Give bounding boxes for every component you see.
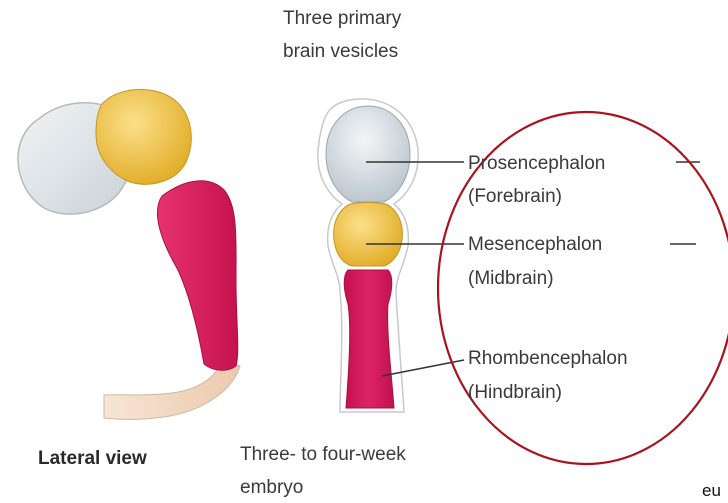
frontal-hindbrain: [344, 270, 394, 408]
cutoff-text: eu: [702, 479, 721, 503]
frontal-forebrain: [326, 106, 410, 202]
title-line-2: brain vesicles: [283, 40, 398, 64]
label-hindbrain: (Hindbrain): [468, 381, 562, 405]
caption-lateral-view: Lateral view: [38, 447, 147, 471]
label-prosencephalon: Prosencephalon: [468, 152, 605, 176]
lateral-hindbrain: [157, 181, 237, 370]
frontal-midbrain: [334, 203, 403, 267]
label-mesencephalon: Mesencephalon: [468, 233, 602, 257]
label-midbrain: (Midbrain): [468, 267, 554, 291]
label-rhombencephalon: Rhombencephalon: [468, 347, 628, 371]
frontal-view-embryo: [318, 99, 418, 412]
caption-embryo-line-1: Three- to four-week: [240, 443, 406, 467]
lateral-view-embryo: [18, 89, 240, 419]
label-forebrain: (Forebrain): [468, 185, 562, 209]
title-line-1: Three primary: [283, 7, 401, 31]
caption-embryo-line-2: embryo: [240, 476, 303, 500]
